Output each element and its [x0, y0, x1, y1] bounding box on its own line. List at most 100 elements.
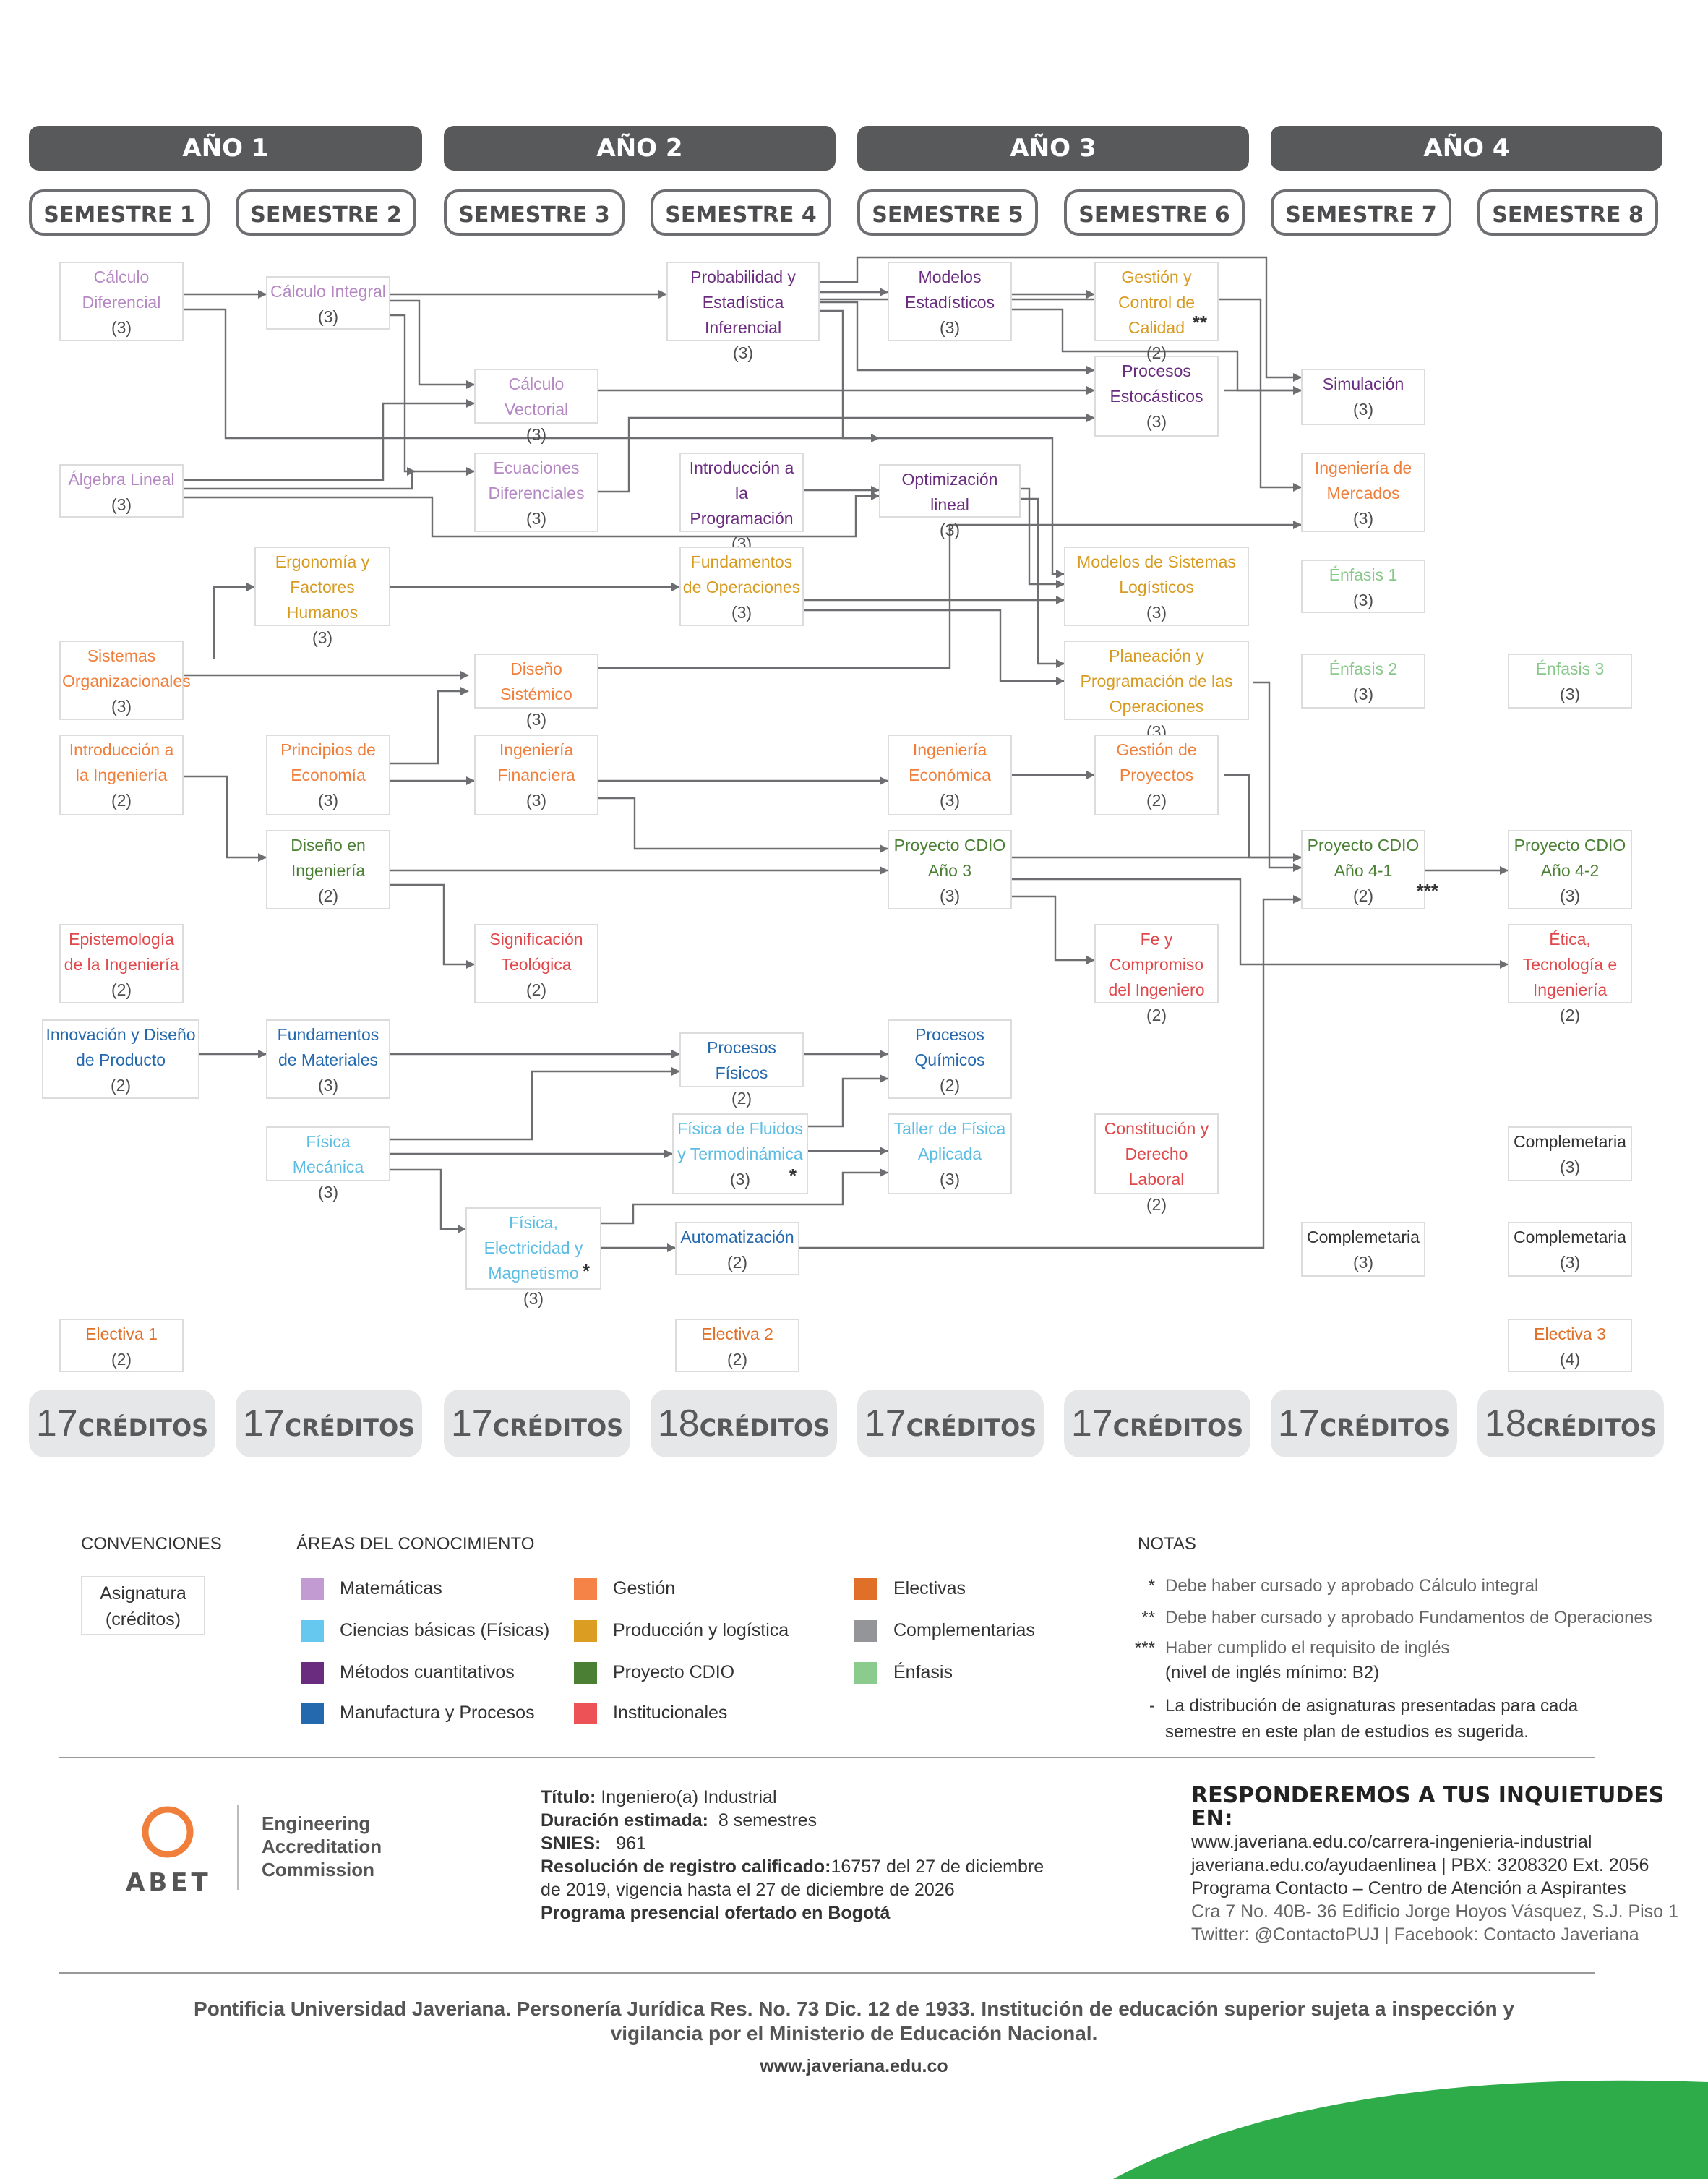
contact-help-pbx[interactable]: javeriana.edu.co/ayudaenlinea | PBX: 320… — [1191, 1855, 1649, 1875]
course-calculo-integral[interactable]: Cálculo Integral (3) — [266, 276, 390, 330]
course-fe-compromiso[interactable]: Fe y Compromiso del Ingeniero (2) — [1094, 924, 1219, 1024]
course-innovacion-diseno-producto[interactable]: Innovación y Diseño de Producto (2) — [42, 1019, 199, 1099]
course-sistemas-organizacionales[interactable]: Sistemas Organizacionales (3) — [59, 641, 191, 720]
course-name: Física de Fluidos y Termodinámica — [677, 1119, 803, 1163]
course-credits: (3) — [939, 791, 961, 810]
course-introduccion-programacion[interactable]: Introducción a la Programación (3) — [679, 453, 804, 553]
contact-address: Cra 7 No. 40B- 36 Edificio Jorge Hoyos V… — [1191, 1901, 1678, 1922]
year-header-1: AÑO 1 — [29, 126, 422, 171]
course-name: Cálculo Integral — [270, 282, 386, 301]
arrow-introing-disenoing — [184, 775, 267, 862]
course-proyecto-cdio-4-1[interactable]: Proyecto CDIO Año 4-1 (2) *** — [1301, 830, 1438, 909]
course-credits: (3) — [1559, 1253, 1581, 1272]
arrow-automat-cdio41 — [798, 895, 1302, 1249]
course-procesos-estocasticos[interactable]: Procesos Estocásticos (3) — [1094, 356, 1219, 437]
course-name: Introducción a la Ingeniería — [69, 740, 174, 784]
course-diseno-ingenieria[interactable]: Diseño en Ingeniería (2) — [266, 830, 390, 909]
course-significacion-teologica[interactable]: Significación Teológica (2) — [474, 924, 598, 1003]
arrow-optlin-planop — [1021, 497, 1065, 668]
course-optimizacion-lineal[interactable]: Optimización lineal (3) — [879, 464, 1021, 539]
arrow-prob-optlin — [820, 309, 880, 442]
legend-area-label: Complementarias — [893, 1620, 1035, 1640]
course-proyecto-cdio-3[interactable]: Proyecto CDIO Año 3 (3) — [888, 830, 1012, 909]
course-ergonomia-factores[interactable]: Ergonomía y Factores Humanos (3) — [254, 547, 390, 647]
course-modelos-sistemas-logisticos[interactable]: Modelos de Sistemas Logísticos (3) — [1064, 547, 1249, 626]
decorative-green-arc — [1113, 2080, 1708, 2179]
course-name: Modelos Estadísticos — [905, 267, 995, 312]
note-2: **Debe haber cursado y aprobado Fundamen… — [1115, 1608, 1652, 1628]
course-credits: (3) — [317, 307, 339, 326]
course-epistemologia[interactable]: Epistemología de la Ingeniería (2) — [59, 924, 184, 1003]
course-ecuaciones-diferenciales[interactable]: Ecuaciones Diferenciales (3) — [474, 453, 598, 532]
course-planeacion-operaciones[interactable]: Planeación y Programación de las Operaci… — [1064, 641, 1249, 741]
semester-header-6: SEMESTRE 6 — [1064, 189, 1245, 236]
course-name: Sistemas Organizacionales — [62, 646, 191, 690]
course-automatizacion[interactable]: Automatización (2) — [675, 1222, 799, 1275]
course-name: Cálculo Diferencial — [82, 267, 161, 312]
course-complementaria-s8-a[interactable]: Complemetaria (3) — [1508, 1126, 1632, 1181]
course-electiva-2[interactable]: Electiva 2 (2) — [675, 1319, 799, 1372]
course-modelos-estadisticos[interactable]: Modelos Estadísticos (3) — [888, 262, 1012, 341]
course-credits: (2) — [731, 1089, 752, 1108]
course-principios-economia[interactable]: Principios de Economía (3) — [266, 735, 390, 815]
course-introduccion-ingenieria[interactable]: Introducción a la Ingeniería (2) — [59, 735, 184, 815]
course-electiva-1[interactable]: Electiva 1 (2) — [59, 1319, 184, 1372]
contact-program-link[interactable]: www.javeriana.edu.co/carrera-ingenieria-… — [1191, 1832, 1592, 1852]
legend-area-item: Complementarias — [854, 1618, 1035, 1643]
course-proyecto-cdio-4-2[interactable]: Proyecto CDIO Año 4-2 (3) — [1508, 830, 1632, 909]
contact-social[interactable]: Twitter: @ContactoPUJ | Facebook: Contac… — [1191, 1925, 1639, 1945]
arrow-fismec-procfis — [390, 1067, 680, 1141]
course-calculo-diferencial[interactable]: Cálculo Diferencial (3) — [59, 262, 184, 341]
course-gestion-proyectos[interactable]: Gestión de Proyectos (2) — [1094, 735, 1219, 815]
legend-area-item: Proyecto CDIO — [574, 1660, 734, 1684]
credit-total-semester-3: 17CRÉDITOS — [444, 1390, 630, 1457]
course-ingenieria-financiera[interactable]: Ingeniería Financiera (3) — [474, 735, 598, 815]
course-name: Énfasis 2 — [1329, 659, 1398, 678]
course-credits: (3) — [939, 318, 961, 337]
course-fisica-fluidos-termodinamica[interactable]: Física de Fluidos y Termodinámica (3) * — [672, 1113, 808, 1194]
note-mark: ** — [1141, 1608, 1155, 1627]
course-simulacion[interactable]: Simulación (3) — [1301, 369, 1425, 425]
course-ingenieria-economica[interactable]: Ingeniería Económica (3) — [888, 735, 1012, 815]
course-ingenieria-mercados[interactable]: Ingeniería de Mercados (3) — [1301, 453, 1425, 532]
course-name: Electiva 2 — [701, 1324, 773, 1343]
course-gestion-control-calidad[interactable]: Gestión y Control de Calidad (2) ** — [1094, 262, 1219, 362]
course-credits: (3) — [1146, 603, 1167, 622]
note-text: semestre en este plan de estudios es sug… — [1165, 1722, 1529, 1742]
course-credits: (3) — [1559, 886, 1581, 905]
course-procesos-quimicos[interactable]: Procesos Químicos (2) — [888, 1019, 1012, 1099]
arrow-calcint-ecdif — [390, 314, 475, 476]
abet-logo — [142, 1806, 194, 1858]
course-etica-tecnologia[interactable]: Ética, Tecnología e Ingeniería (2) — [1508, 924, 1632, 1024]
course-name: Modelos de Sistemas Logísticos — [1077, 552, 1236, 596]
course-fundamentos-materiales[interactable]: Fundamentos de Materiales (3) — [266, 1019, 390, 1099]
course-probabilidad-estadistica[interactable]: Probabilidad y Estadística Inferencial (… — [666, 262, 820, 362]
course-fisica-electricidad-magnetismo[interactable]: Física, Electricidad y Magnetismo (3) * — [465, 1207, 601, 1308]
course-fisica-mecanica[interactable]: Física Mecánica (3) — [266, 1126, 390, 1202]
course-enfasis-1[interactable]: Énfasis 1 (3) — [1301, 560, 1425, 613]
course-electiva-3[interactable]: Electiva 3 (4) — [1508, 1319, 1632, 1372]
course-calculo-vectorial[interactable]: Cálculo Vectorial (3) — [474, 369, 598, 444]
legend-area-item: Gestión — [574, 1576, 675, 1601]
course-algebra-lineal[interactable]: Álgebra Lineal (3) — [59, 464, 184, 518]
course-complementaria-s7[interactable]: Complemetaria (3) — [1301, 1222, 1425, 1277]
course-complementaria-s8-b[interactable]: Complemetaria (3) — [1508, 1222, 1632, 1277]
title-label: Título: — [541, 1787, 596, 1807]
course-fundamentos-operaciones[interactable]: Fundamentos de Operaciones (3) — [679, 547, 804, 626]
conventions-box-line-1: Asignatura — [100, 1583, 186, 1604]
year-header-3: AÑO 3 — [857, 126, 1249, 171]
course-enfasis-2[interactable]: Énfasis 2 (3) — [1301, 654, 1425, 709]
arrow-alglin-calcvec — [184, 399, 475, 481]
footer-url[interactable]: www.javeriana.edu.co — [760, 2056, 948, 2076]
note-3-cont: (nivel de inglés mínimo: B2) — [1115, 1663, 1379, 1683]
credit-number: 18 — [1484, 1403, 1527, 1444]
program-info: Título: Ingeniero(a) Industrial Duración… — [541, 1786, 1044, 1925]
credit-total-semester-6: 17CRÉDITOS — [1064, 1390, 1250, 1457]
course-name: Automatización — [680, 1228, 794, 1246]
course-enfasis-3[interactable]: Énfasis 3 (3) — [1508, 654, 1632, 709]
course-constitucion-derecho[interactable]: Constitución y Derecho Laboral (2) — [1094, 1113, 1219, 1214]
course-credits: (3) — [939, 521, 961, 539]
course-procesos-fisicos[interactable]: Procesos Físicos (2) — [679, 1032, 804, 1108]
course-taller-fisica-aplicada[interactable]: Taller de Física Aplicada (3) — [888, 1113, 1012, 1194]
course-diseno-sistemico[interactable]: Diseño Sistémico (3) — [474, 654, 598, 729]
